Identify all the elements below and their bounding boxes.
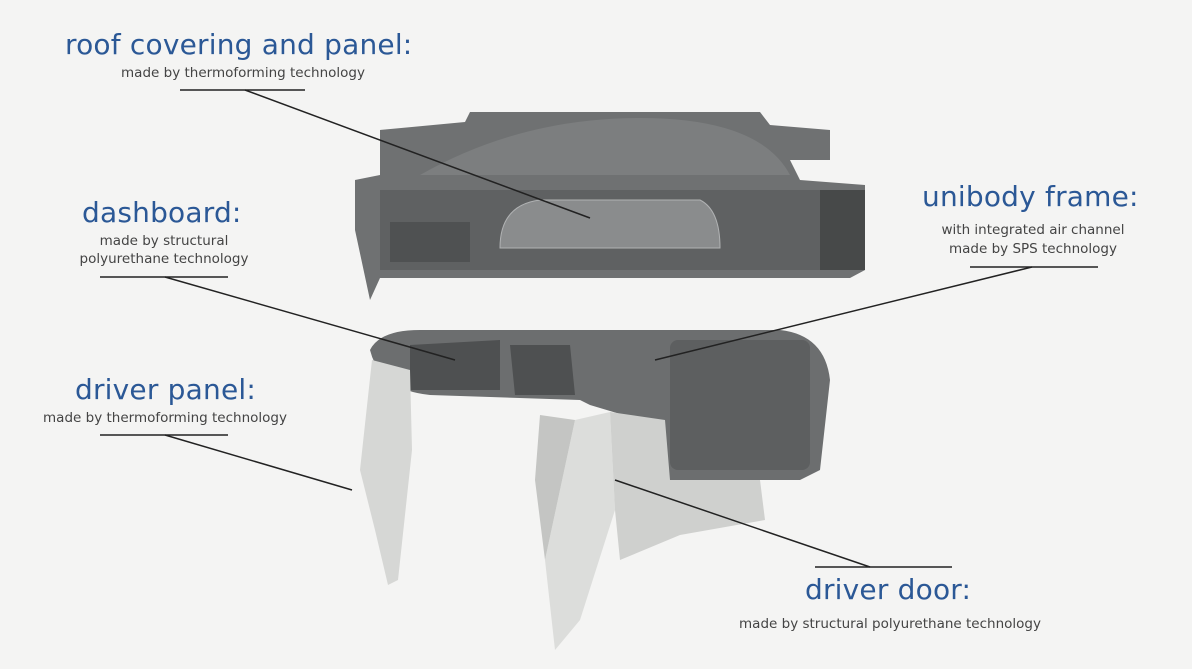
driver-panel-title: driver panel: — [75, 373, 256, 406]
unibody-title: unibody frame: — [922, 180, 1139, 213]
roof-panel-part — [355, 112, 865, 300]
leader-lines — [100, 89, 1098, 568]
dashboard-subtitle-1: made by structural — [99, 233, 229, 249]
driver-panel-subtitle: made by thermoforming technology — [43, 410, 287, 426]
driver-door-title: driver door: — [805, 573, 972, 606]
roof-title: roof covering and panel: — [65, 28, 413, 61]
unibody-subtitle-1: with integrated air channel — [941, 222, 1125, 238]
roof-subtitle: made by thermoforming technology — [121, 65, 365, 81]
driver-door-part — [535, 412, 765, 650]
dashboard-title: dashboard: — [82, 196, 242, 229]
driver-door-subtitle: made by structural polyurethane technolo… — [739, 616, 1041, 632]
dashboard-subtitle-2: polyurethane technology — [79, 251, 249, 267]
unibody-subtitle-2: made by SPS technology — [949, 241, 1117, 257]
dashboard-part — [370, 330, 830, 480]
driver-panel-part — [360, 360, 412, 585]
